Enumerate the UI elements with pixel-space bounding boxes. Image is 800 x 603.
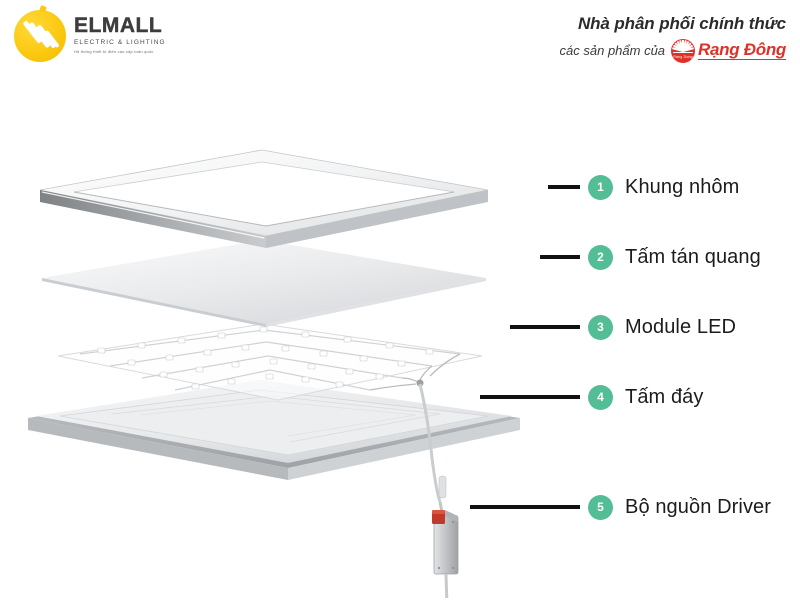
callout-label-5: Bộ nguồn Driver — [625, 495, 772, 518]
callout-4: 4 Tấm đáy — [480, 383, 704, 411]
callout-1: 1 Khung nhôm — [548, 173, 739, 201]
layer-driver — [418, 383, 459, 603]
distributor-subline: các sản phẩm của — [559, 43, 666, 59]
distributor-partner-row: các sản phẩm của Rang Dong — [559, 38, 786, 63]
elmall-brand-logo[interactable]: ELMALL ELECTRIC & LIGHTING Hệ thống thiế… — [14, 5, 166, 62]
callout-label-4: Tấm đáy — [625, 385, 704, 408]
layer-led-module — [57, 323, 483, 401]
rangdong-mark-text: Rang Dong — [673, 54, 693, 59]
elmall-brand-text: ELMALL ELECTRIC & LIGHTING Hệ thống thiế… — [39, 5, 166, 54]
callout-badge-3[interactable]: 3 — [588, 314, 613, 340]
layer-aluminium-frame — [39, 149, 489, 248]
led-panel-exploded-illustration — [20, 118, 540, 603]
callout-label-2: Tấm tán quang — [625, 245, 761, 268]
layer-diffuser-plate — [42, 240, 486, 327]
callout-2: 2 Tấm tán quang — [540, 243, 761, 271]
page-header: ELMALL ELECTRIC & LIGHTING Hệ thống thiế… — [0, 0, 800, 88]
callout-badge-4[interactable]: 4 — [588, 384, 613, 410]
layer-base-plate — [28, 380, 520, 480]
callout-3: 3 Module LED — [510, 313, 736, 341]
callout-badge-1[interactable]: 1 — [588, 174, 613, 200]
elmall-lamp-mark-icon — [14, 10, 66, 62]
leader-line-4 — [480, 395, 580, 399]
elmall-subtagline: Hệ thống thiết bị điện cao cấp toàn quốc — [74, 48, 154, 54]
distributor-statement: Nhà phân phối chính thức các sản phẩm củ… — [560, 14, 786, 63]
elmall-wordmark: ELMALL — [74, 14, 163, 37]
rangdong-logo[interactable]: Rang Dong Rạng Đông — [671, 38, 786, 63]
product-diagram: 1 Khung nhôm 2 Tấm tán quang 3 Module LED 4 Tấm… — [0, 88, 800, 603]
leader-line-2 — [540, 255, 580, 259]
leader-line-5 — [470, 505, 580, 509]
callout-5: 5 Bộ nguồn Driver — [470, 493, 771, 521]
elmall-tagline: ELECTRIC & LIGHTING — [74, 39, 166, 46]
rangdong-wordmark: Rạng Đông — [698, 39, 786, 61]
rangdong-sunburst-icon: Rang Dong — [671, 38, 696, 63]
callout-badge-5[interactable]: 5 — [588, 494, 613, 520]
distributor-headline: Nhà phân phối chính thức — [577, 14, 786, 33]
callout-badge-2[interactable]: 2 — [588, 244, 613, 270]
leader-line-3 — [510, 325, 580, 329]
callout-label-3: Module LED — [625, 315, 737, 338]
callout-label-1: Khung nhôm — [625, 175, 740, 198]
leader-line-1 — [548, 185, 580, 189]
